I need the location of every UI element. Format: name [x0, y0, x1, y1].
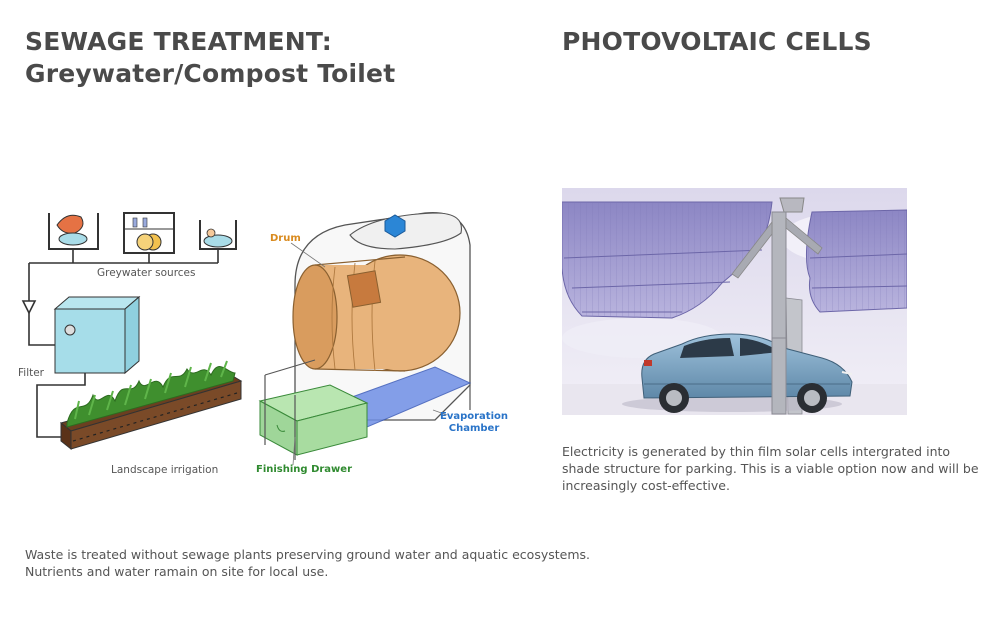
- filter-tank: [55, 297, 139, 373]
- drum-label: Drum: [270, 233, 301, 244]
- landscape-irrigation-label: Landscape irrigation: [111, 464, 218, 476]
- solar-carport-illustration: [562, 188, 907, 415]
- irrigation-planter: [61, 361, 241, 449]
- finishing-drawer-label: Finishing Drawer: [256, 464, 352, 475]
- dishwasher-icon: [124, 213, 174, 253]
- pv-caption-line-1: Electricity is generated by thin film so…: [562, 443, 997, 460]
- greywater-diagram: Greywater sources Filter Landscape irrig…: [15, 205, 245, 485]
- sink-icon: [49, 213, 98, 249]
- right-solar-canopy: [806, 210, 907, 312]
- solar-carport-photo: [562, 188, 907, 415]
- sewage-caption: Waste is treated without sewage plants p…: [25, 546, 645, 580]
- greywater-sources-label: Greywater sources: [97, 267, 196, 279]
- title-line-1: SEWAGE TREATMENT:: [25, 26, 465, 58]
- evaporation-label-line-1: Evaporation: [440, 411, 508, 423]
- evaporation-label-line-2: Chamber: [440, 423, 508, 435]
- filter-label: Filter: [18, 367, 44, 379]
- pv-caption-line-2: shade structure for parking. This is a v…: [562, 460, 997, 477]
- greywater-illustration: [15, 205, 245, 485]
- compost-toilet-illustration: [255, 205, 515, 480]
- drum: [293, 255, 460, 371]
- sewage-treatment-title: SEWAGE TREATMENT: Greywater/Compost Toil…: [25, 26, 465, 90]
- sewage-caption-line-1: Waste is treated without sewage plants p…: [25, 546, 645, 563]
- bathtub-icon: [200, 220, 236, 249]
- photovoltaic-title: PHOTOVOLTAIC CELLS: [562, 26, 962, 58]
- title-line-2: Greywater/Compost Toilet: [25, 58, 465, 90]
- pv-caption-line-3: increasingly cost-effective.: [562, 477, 997, 494]
- photovoltaic-caption: Electricity is generated by thin film so…: [562, 443, 997, 494]
- compost-toilet-diagram: Drum Evaporation Chamber Finishing Drawe…: [255, 205, 515, 480]
- finishing-drawer: [260, 385, 367, 455]
- evaporation-chamber-label: Evaporation Chamber: [440, 411, 508, 435]
- sewage-caption-line-2: Nutrients and water ramain on site for l…: [25, 563, 645, 580]
